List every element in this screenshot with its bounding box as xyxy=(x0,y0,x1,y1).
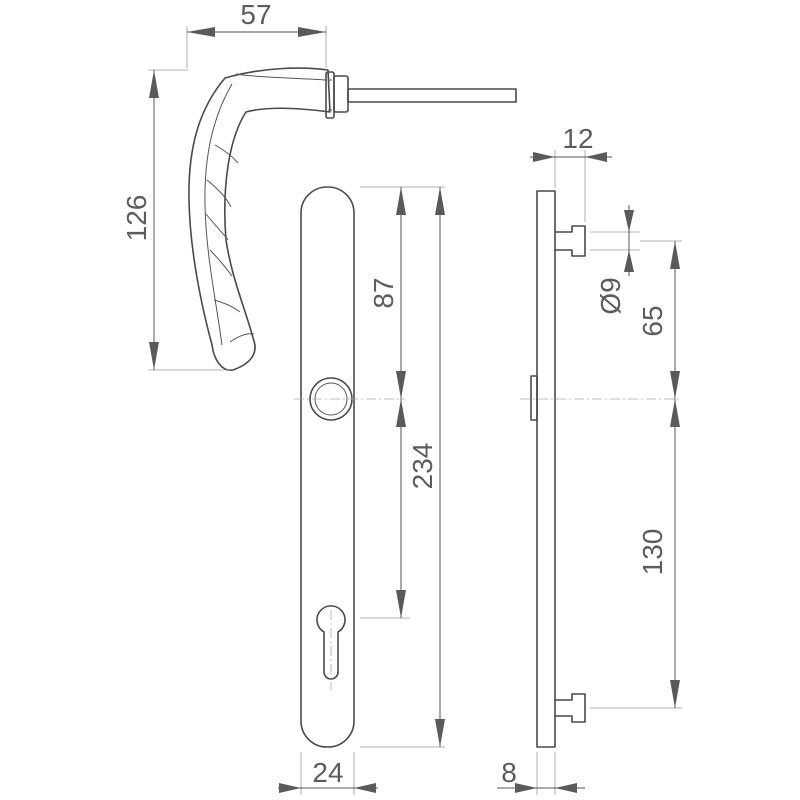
plate-dimension-24: 24 xyxy=(278,752,378,795)
plate-dimension-234-lower xyxy=(396,399,406,618)
upper-distance-label: 87 xyxy=(368,277,399,308)
side-dimension-dia9: Ø9 xyxy=(590,205,640,315)
bottom-fixing-pin xyxy=(554,693,586,723)
plate-thickness-label: 8 xyxy=(501,757,517,788)
plate-dimension-length: 234 xyxy=(360,187,445,748)
spindle-to-pin-label: 65 xyxy=(637,305,668,336)
plate-width-label: 24 xyxy=(312,757,343,788)
side-dimension-12: 12 xyxy=(530,123,612,222)
handle-height-label: 126 xyxy=(121,195,152,242)
plate-dimension-87: 87 xyxy=(360,186,445,619)
spindle-diameter-label: Ø9 xyxy=(595,277,626,314)
side-dimension-8: 8 xyxy=(497,752,585,795)
side-dimension-65: 65 xyxy=(637,240,682,399)
handle-projection-label: 57 xyxy=(240,0,271,30)
side-view xyxy=(520,190,680,748)
depth-label: 12 xyxy=(562,123,593,154)
handle-dimension-126: 126 xyxy=(121,69,230,371)
lever-handle xyxy=(188,67,517,371)
top-fixing-pin xyxy=(554,225,586,257)
handle-dimension-57: 57 xyxy=(186,0,327,68)
front-plate xyxy=(294,186,405,748)
side-dimension-130: 130 xyxy=(590,399,682,709)
pin-spacing-label: 130 xyxy=(637,529,668,576)
plate-length-label: 234 xyxy=(407,443,438,490)
cylinder-cutout xyxy=(316,605,346,680)
